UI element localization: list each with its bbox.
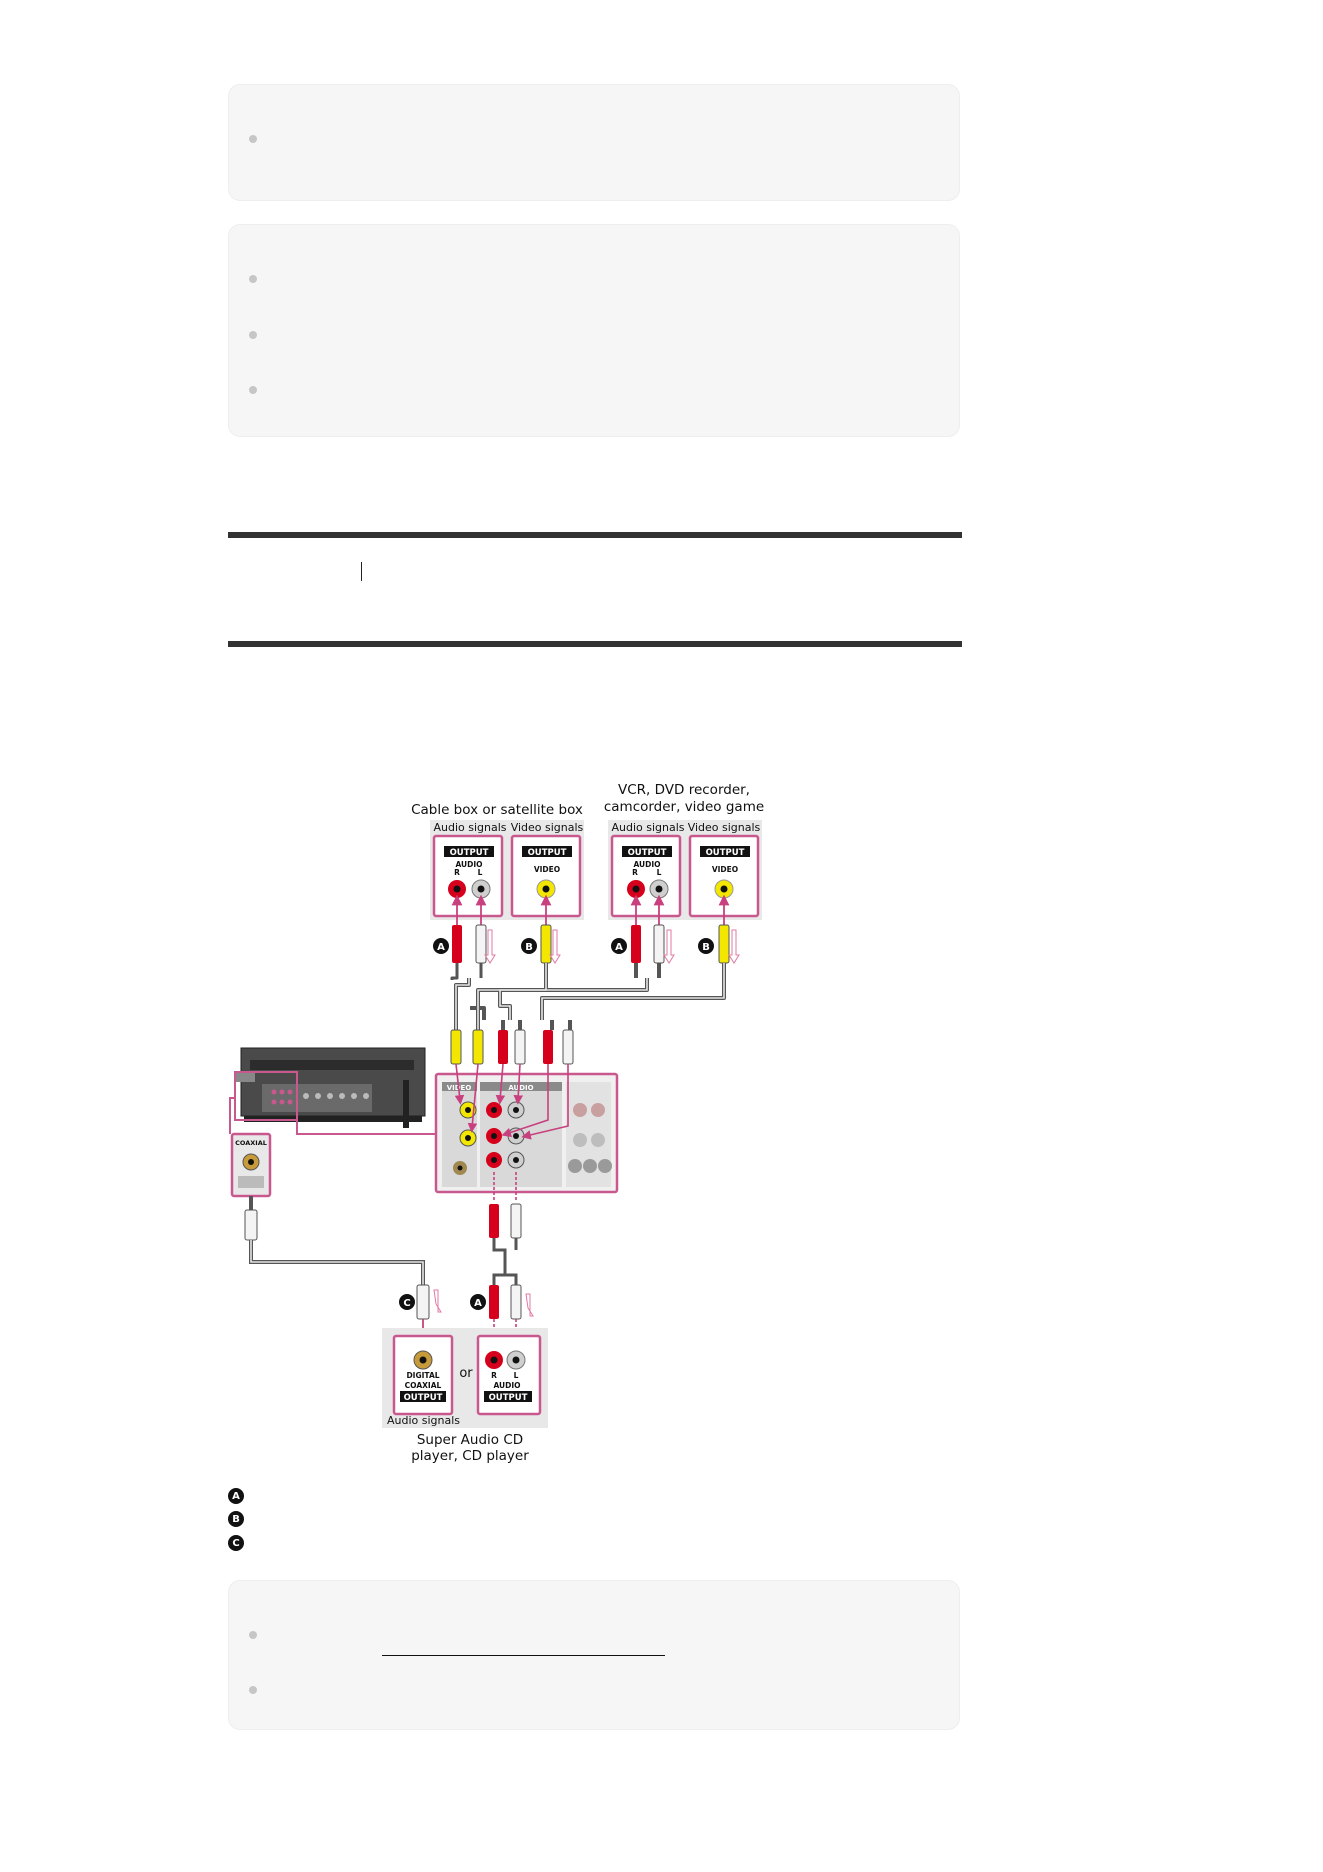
audio-port-label: AUDIO [455, 860, 482, 869]
video-signals-label: Video signals [511, 821, 584, 834]
bullet-icon [249, 135, 257, 143]
coaxial-panel: COAXIAL [230, 1132, 272, 1198]
source-title-line1: VCR, DVD recorder, [618, 782, 750, 798]
source-cable-box: Cable box or satellite box Audio signals… [411, 802, 584, 964]
svg-text:A: A [474, 1298, 482, 1309]
badge-c-icon: C [228, 1535, 244, 1551]
l-label: L [478, 868, 483, 877]
bullet-icon [249, 386, 257, 394]
svg-text:A: A [615, 942, 623, 953]
svg-text:AUDIO: AUDIO [633, 860, 660, 869]
legend-row-b: B [228, 1509, 244, 1529]
svg-text:R: R [632, 868, 638, 877]
badge-a-icon: A [228, 1488, 244, 1504]
svg-text:C: C [403, 1298, 410, 1309]
plug-yellow [540, 924, 552, 964]
svg-text:Video signals: Video signals [688, 821, 761, 834]
link-underline[interactable] [382, 1655, 665, 1656]
receiver-unit [229, 1047, 436, 1135]
panel-coaxial-label: COAXIAL [235, 1139, 267, 1147]
bullet-icon [249, 331, 257, 339]
svg-text:OUTPUT: OUTPUT [628, 848, 667, 858]
output-label: OUTPUT [450, 848, 489, 858]
plug-red [452, 925, 462, 963]
cable-runs-inner [455, 963, 725, 1040]
badge-b [521, 938, 537, 954]
legend-row-c: C [228, 1533, 244, 1553]
cd-title-line2: player, CD player [411, 1448, 529, 1464]
svg-text:L: L [657, 868, 662, 877]
svg-text:L: L [514, 1371, 519, 1380]
output-label: OUTPUT [404, 1393, 443, 1403]
or-label: or [459, 1366, 473, 1381]
coaxial-label: COAXIAL [405, 1381, 442, 1390]
bullet-icon [249, 1631, 257, 1639]
plugs-row [450, 1029, 574, 1065]
badge-b-icon: B [228, 1511, 244, 1527]
svg-text:OUTPUT: OUTPUT [489, 1393, 528, 1403]
source-title: Cable box or satellite box [411, 802, 583, 818]
svg-text:B: B [702, 942, 710, 953]
svg-text:R: R [491, 1371, 497, 1380]
heading-separator [361, 562, 362, 581]
source-vcr-dvd: VCR, DVD recorder, camcorder, video game… [604, 782, 764, 964]
svg-text:B: B [525, 942, 533, 953]
audio-signals-label: Audio signals [433, 821, 506, 834]
badge-a-cd [470, 1294, 486, 1310]
svg-text:OUTPUT: OUTPUT [528, 848, 567, 858]
source-title-line2: camcorder, video game [604, 799, 764, 815]
cd-cables [244, 1172, 534, 1356]
svg-text:VIDEO: VIDEO [712, 865, 738, 874]
note-box-second [228, 224, 960, 437]
legend-row-a: A [228, 1486, 244, 1506]
video-port-label: VIDEO [534, 865, 560, 874]
cd-player: DIGITAL COAXIAL OUTPUT or R L AUDIO OUTP… [382, 1328, 548, 1464]
badge-c [399, 1294, 415, 1310]
cd-title-line1: Super Audio CD [417, 1432, 523, 1448]
digital-label: DIGITAL [406, 1371, 439, 1380]
receiver-panel-zoom: VIDEO AUDIO [434, 1063, 619, 1194]
audio-signals-label: Audio signals [387, 1414, 460, 1427]
badge-a [433, 938, 449, 954]
output-banner [444, 846, 494, 857]
bullet-icon [249, 1686, 257, 1694]
audio-port-label: AUDIO [493, 1381, 520, 1390]
panel-audio-label: AUDIO [508, 1084, 533, 1092]
note-box-top [228, 84, 960, 201]
svg-text:Audio signals: Audio signals [611, 821, 684, 834]
section-rule-top [228, 532, 962, 538]
svg-text:OUTPUT: OUTPUT [706, 848, 745, 858]
svg-text:A: A [437, 942, 445, 953]
section-rule-bottom [228, 641, 962, 647]
r-label: R [454, 868, 460, 877]
bullet-icon [249, 275, 257, 283]
plug-white [475, 924, 487, 964]
cable-runs [450, 963, 726, 1040]
